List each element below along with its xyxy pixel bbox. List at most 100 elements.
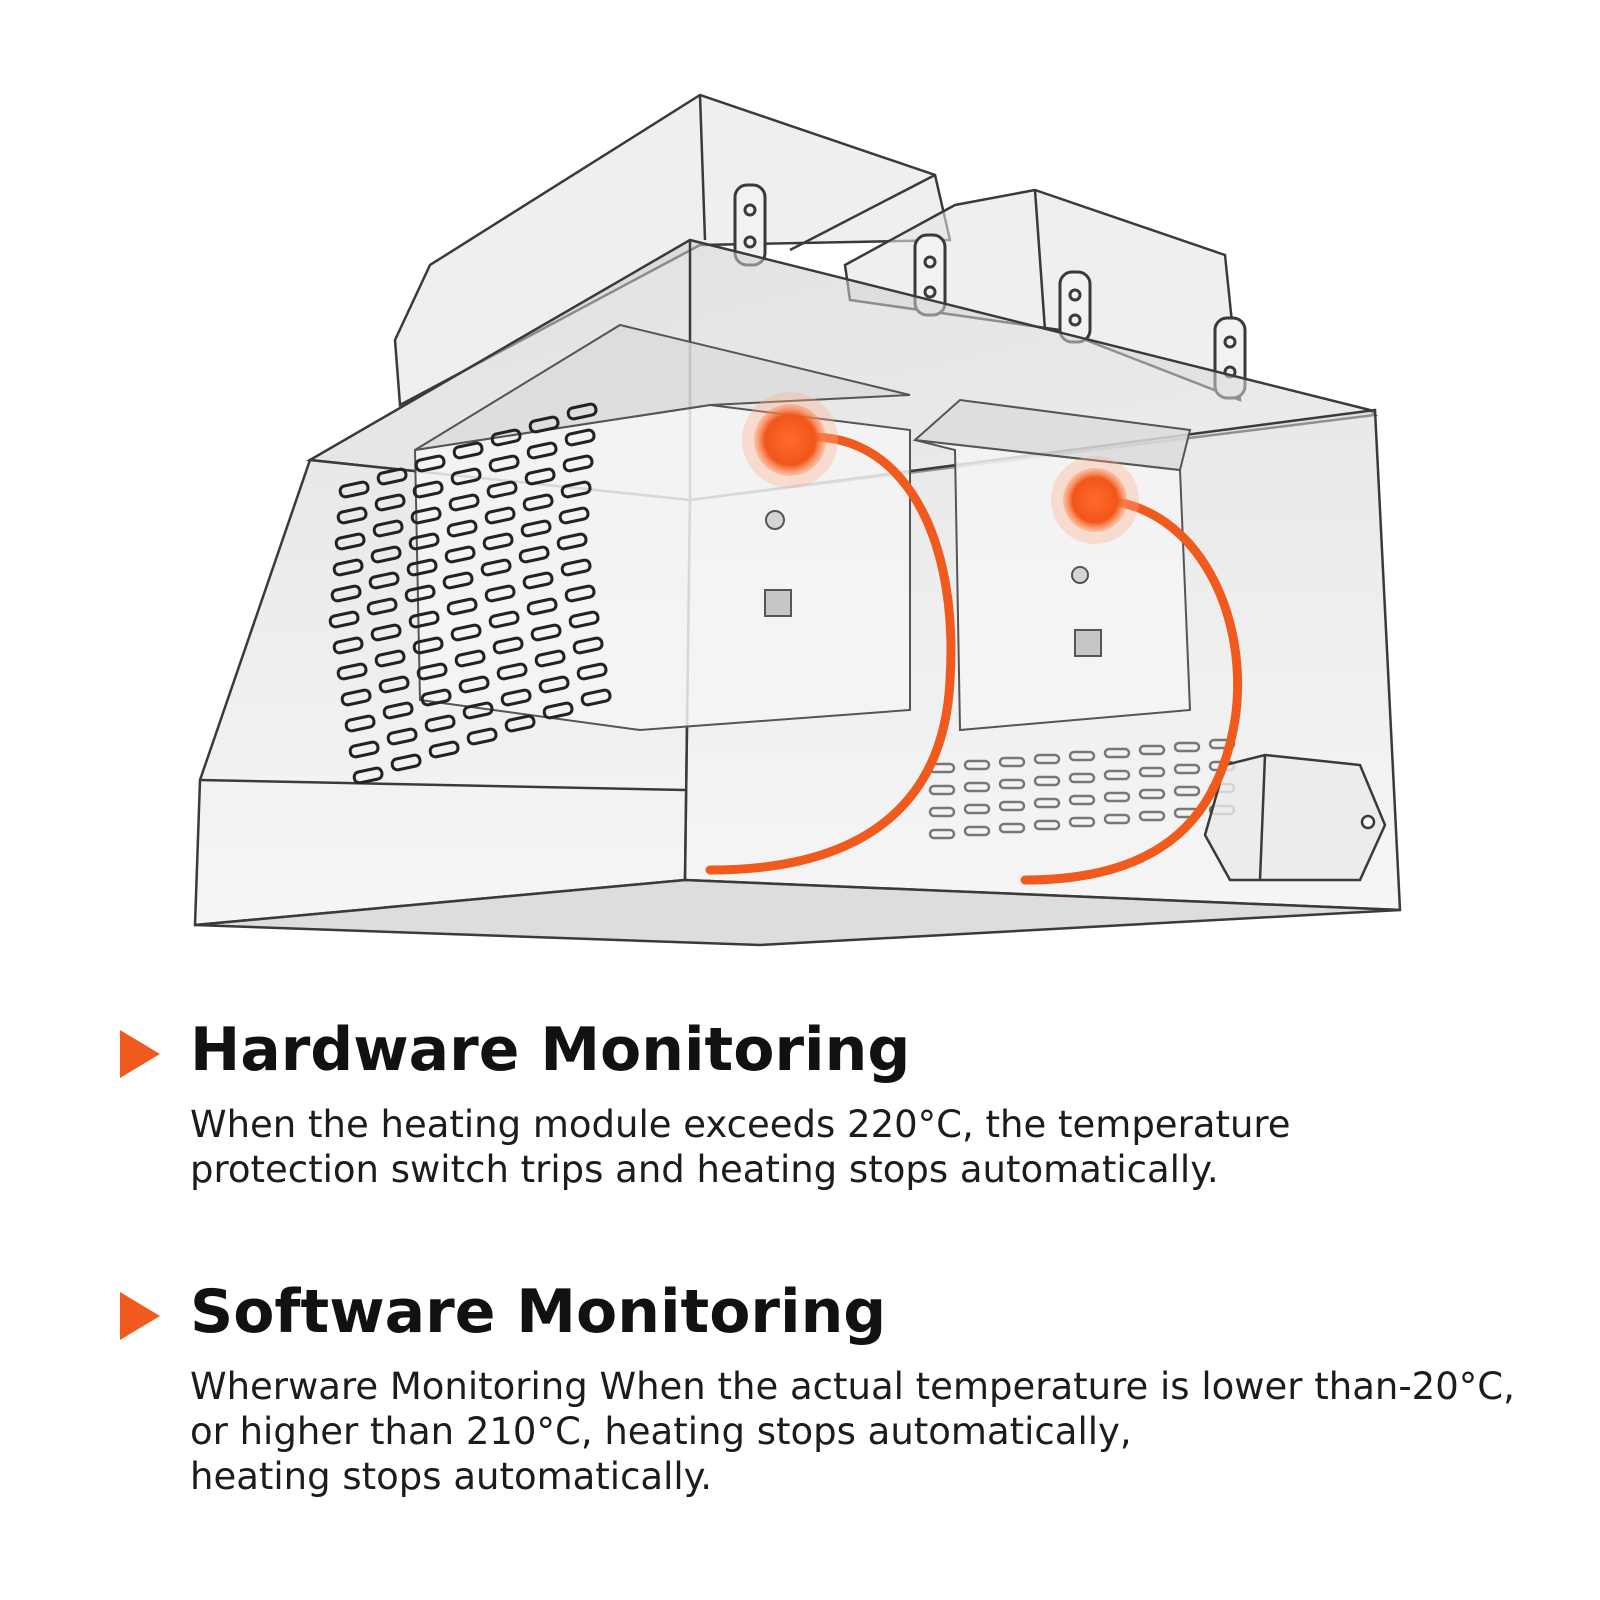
description-line: Wherware Monitoring When the actual temp… [190,1365,1515,1408]
vent-slot [572,636,604,655]
vent-slot [374,493,406,512]
vent-slot [424,714,456,733]
vent-slot [558,506,590,525]
vent-slot [928,806,956,818]
vent-slot [376,467,408,486]
vent-slot [448,493,480,512]
vent-slot [500,688,532,707]
vent-slot [408,610,440,629]
vent-slot [450,467,482,486]
hardware-monitoring-heading: Hardware Monitoring [190,1015,911,1085]
vent-slot [1103,791,1131,803]
vent-slot [484,506,516,525]
vent-slot [488,610,520,629]
vent-slot [1068,816,1096,828]
vent-slot [484,584,516,603]
vent-slot [386,727,418,746]
vent-slot [328,610,360,629]
vent-slot [442,571,474,590]
vent-slot [372,519,404,538]
vent-slot [374,649,406,668]
vent-slot [963,803,991,815]
description-line: When the heating module exceeds 220°C, t… [190,1103,1291,1146]
vent-slot [486,480,518,499]
vent-slot [580,688,612,707]
vent-slot [566,402,598,421]
vent-slot [482,532,514,551]
vent-slot [332,636,364,655]
vent-slot [530,623,562,642]
heating-module-illustration [193,93,1402,947]
connector-box [1203,753,1387,882]
vent-slot [1173,741,1201,753]
ventilation-slots-left [328,402,612,785]
vent-slot [560,480,592,499]
vent-slot [1068,772,1096,784]
vent-slot [446,597,478,616]
vent-slot [382,701,414,720]
vent-slot [366,597,398,616]
software-monitoring-description: Wherware Monitoring When the actual temp… [190,1364,1515,1499]
vent-slot [1173,763,1201,775]
vent-slot [1138,788,1166,800]
hardware-monitoring-description: When the heating module exceeds 220°C, t… [190,1102,1510,1192]
vent-slot [462,701,494,720]
temperature-sensor-left [742,392,838,488]
vent-slot [1103,813,1131,825]
vent-slot [452,441,484,460]
vent-slot [368,571,400,590]
vent-slot [404,584,436,603]
vent-slot [480,558,512,577]
vent-slot [490,428,522,447]
vent-slot [444,545,476,564]
vent-slot [412,480,444,499]
description-line: heating stops automatically. [190,1455,713,1498]
vent-slot [562,454,594,473]
vent-slot [332,558,364,577]
vent-slot [390,753,422,772]
vent-slot [520,519,552,538]
vent-slot [408,532,440,551]
vent-slot [1033,819,1061,831]
vent-slot [352,766,384,785]
vent-slot [330,584,362,603]
vent-slot [564,428,596,447]
vent-slot [526,597,558,616]
vent-slot [963,759,991,771]
vent-slot [488,454,520,473]
vent-slot [1068,794,1096,806]
vent-slot [412,636,444,655]
vent-slot [414,454,446,473]
vent-slot [998,778,1026,790]
vent-slot [1033,753,1061,765]
description-line: protection switch trips and heating stop… [190,1148,1219,1191]
vent-slot [1173,785,1201,797]
vent-slot [560,558,592,577]
vent-slot [420,688,452,707]
vent-slot [338,480,370,499]
vent-slot [336,662,368,681]
vent-slot [998,822,1026,834]
vent-slot [410,506,442,525]
vent-slot [334,532,366,551]
vent-slot [378,675,410,694]
vent-slot [1103,769,1131,781]
vent-slot [518,545,550,564]
vent-slot [1138,744,1166,756]
vent-slot [576,662,608,681]
vent-slot [522,571,554,590]
vent-slot [1138,766,1166,778]
vent-slot [370,623,402,642]
temperature-sensor-right [1051,456,1139,544]
vent-slot [450,623,482,642]
vent-slot [1033,775,1061,787]
sensor-cable-left [705,433,956,875]
vent-slot [348,740,380,759]
vent-slot [416,662,448,681]
vent-slot [928,784,956,796]
vent-slot [564,584,596,603]
vent-slot [556,532,588,551]
vent-slot [504,714,536,733]
description-line: or higher than 210°C, heating stops auto… [190,1410,1132,1453]
vent-slot [446,519,478,538]
